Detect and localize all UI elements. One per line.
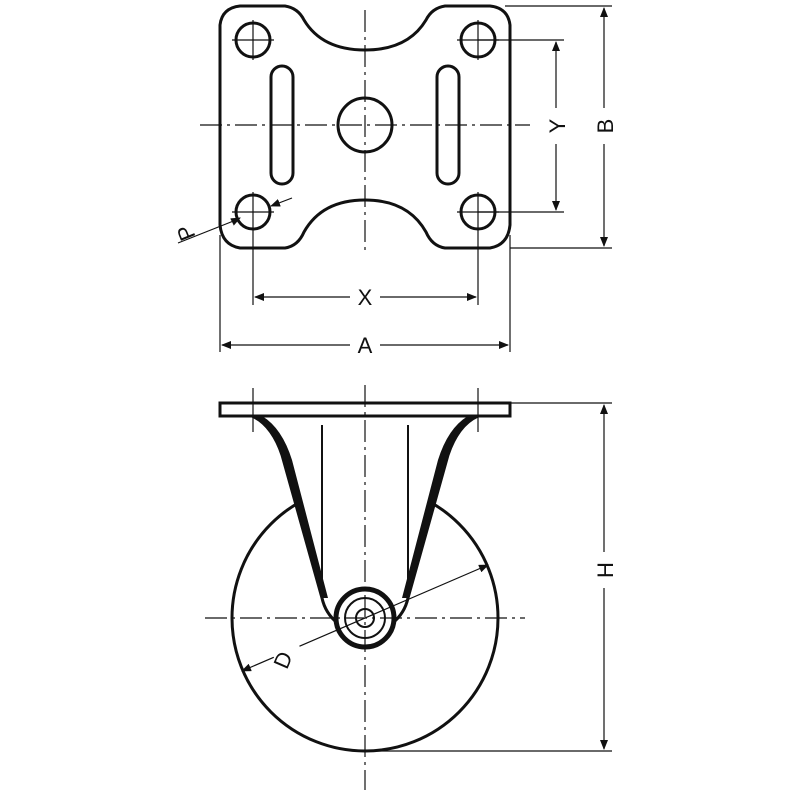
dimension-h: H: [370, 402, 618, 752]
dimension-label-b: B: [593, 119, 618, 134]
dimension-a: A: [219, 235, 511, 358]
side-caster-view: [205, 385, 525, 790]
dimension-label-y: Y: [545, 118, 570, 133]
dimension-b: B: [505, 5, 618, 249]
dimension-label-p: P: [172, 221, 201, 244]
dimension-y: Y: [478, 39, 570, 213]
dimension-label-x: X: [358, 285, 373, 310]
dimension-p: P: [172, 197, 293, 244]
fork-shade-right: [402, 416, 478, 598]
top-plate-view: [200, 4, 530, 250]
fork-shade-left: [252, 416, 328, 598]
dimension-x: X: [252, 232, 479, 310]
dimension-label-a: A: [358, 333, 373, 358]
dimension-label-h: H: [593, 562, 618, 578]
